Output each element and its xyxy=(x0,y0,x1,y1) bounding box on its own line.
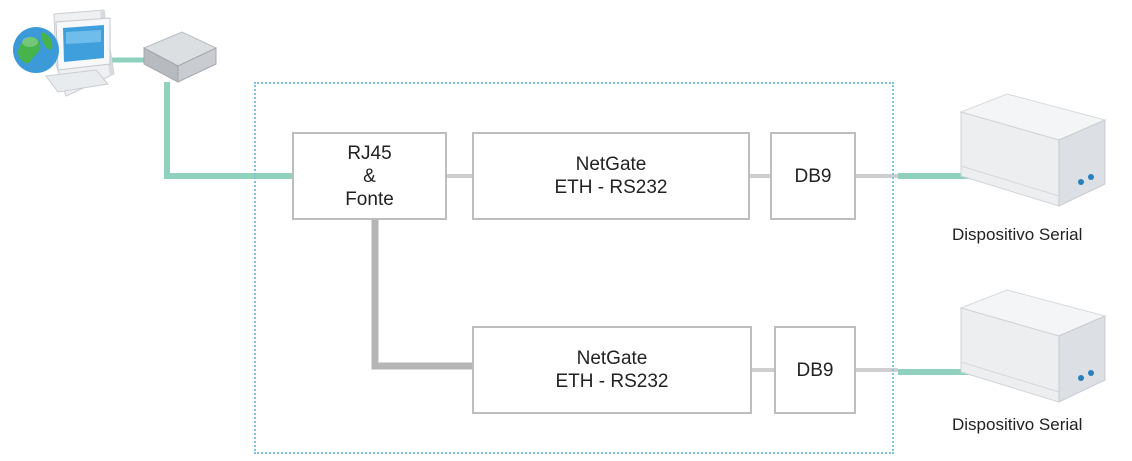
device-top-label: Dispositivo Serial xyxy=(952,225,1083,244)
serial-device-icon xyxy=(955,286,1110,406)
rj45-fonte-box: RJ45 & Fonte xyxy=(292,132,447,220)
netgate-top-label: NetGate ETH - RS232 xyxy=(554,154,668,198)
network-switch-icon xyxy=(140,26,220,86)
netgate-box-top: NetGate ETH - RS232 xyxy=(472,132,750,220)
netgate-bottom-label: NetGate ETH - RS232 xyxy=(555,348,669,392)
link-rj45-netgate-bottom xyxy=(371,220,472,370)
db9-bottom-label: DB9 xyxy=(796,359,834,381)
serial-device-icon xyxy=(955,90,1110,210)
db9-box-top: DB9 xyxy=(770,132,856,220)
netgate-enclosure xyxy=(254,82,894,454)
db9-top-label: DB9 xyxy=(794,165,832,187)
rj45-fonte-label: RJ45 & Fonte xyxy=(345,142,394,210)
db9-box-bottom: DB9 xyxy=(774,326,856,414)
computer-globe-icon xyxy=(6,4,118,98)
netgate-box-bottom: NetGate ETH - RS232 xyxy=(472,326,752,414)
link-switch-rj45 xyxy=(164,82,292,179)
device-bottom-label: Dispositivo Serial xyxy=(952,415,1083,434)
